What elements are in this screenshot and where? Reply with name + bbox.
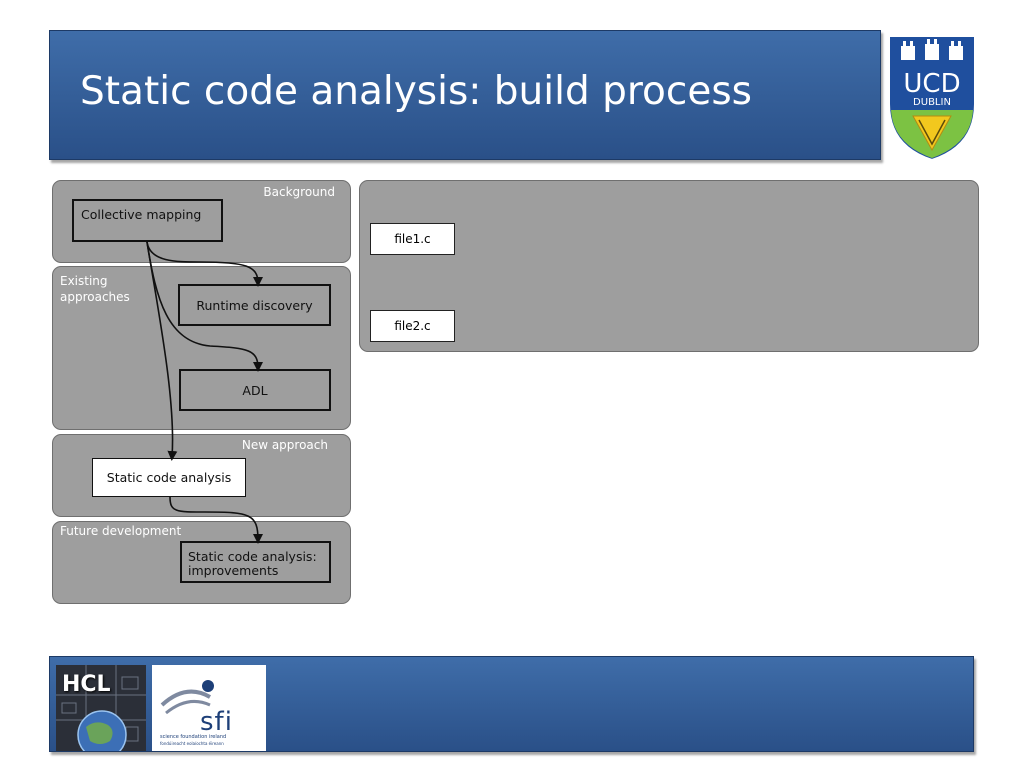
node-static-code-analysis: Static code analysis xyxy=(92,458,246,497)
ucd-logo-subtext: DUBLIN xyxy=(913,97,951,108)
node-improvements-line2: improvements xyxy=(188,563,279,578)
slide-title: Static code analysis: build process xyxy=(80,69,752,114)
panel-label-future: Future development xyxy=(60,524,182,538)
node-improvements: Static code analysis: improvements xyxy=(180,541,331,583)
sfi-logo-text: sfi xyxy=(200,707,233,737)
sfi-logo: sfi science foundation ireland fondúirea… xyxy=(152,665,266,751)
node-collective-mapping-label: Collective mapping xyxy=(81,207,202,222)
ucd-logo-text: UCD xyxy=(903,69,960,99)
file-item-1-label: file1.c xyxy=(394,232,431,246)
node-adl: ADL xyxy=(179,369,331,411)
sfi-swoosh-icon xyxy=(160,680,214,715)
panel-label-existing-2: approaches xyxy=(60,290,130,304)
file-item-2: file2.c xyxy=(370,310,455,342)
node-adl-label: ADL xyxy=(242,382,268,398)
sfi-logo-subtext-2: fondúireacht eolaíochta éireann xyxy=(160,741,224,746)
node-static-code-analysis-label: Static code analysis xyxy=(106,470,232,485)
ucd-logo: UCD DUBLIN xyxy=(888,35,976,162)
node-runtime-discovery-label: Runtime discovery xyxy=(196,297,313,313)
hcl-logo-text: HCL xyxy=(62,672,111,697)
sfi-logo-subtext-1: science foundation ireland xyxy=(160,734,227,740)
panel-existing-approaches: Existing approaches xyxy=(52,266,351,430)
panel-label-new: New approach xyxy=(241,438,328,452)
hcl-logo xyxy=(56,665,146,751)
file-item-1: file1.c xyxy=(370,223,455,255)
panel-label-background: Background xyxy=(263,185,335,199)
node-runtime-discovery: Runtime discovery xyxy=(178,284,331,326)
panel-label-existing-1: Existing xyxy=(60,274,108,288)
title-bar: Static code analysis: build process xyxy=(49,30,881,160)
node-improvements-line1: Static code analysis: xyxy=(188,549,317,564)
file-item-2-label: file2.c xyxy=(394,319,431,333)
node-collective-mapping: Collective mapping xyxy=(72,199,223,242)
panel-build-files xyxy=(359,180,979,352)
